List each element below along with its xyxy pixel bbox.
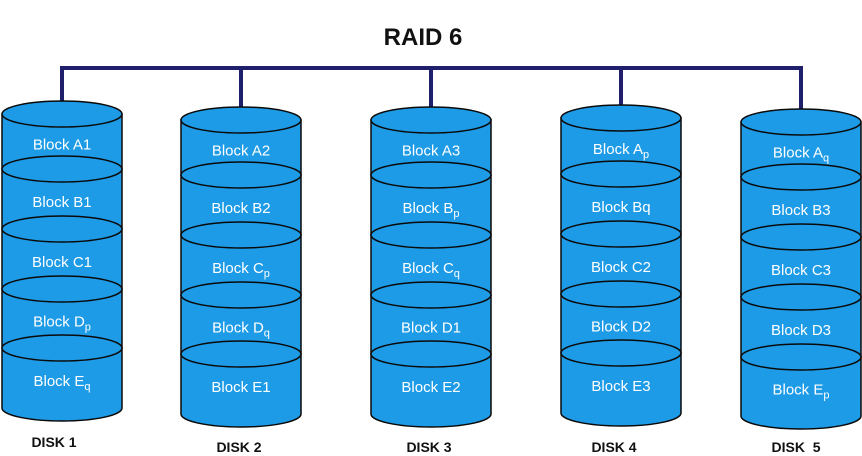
cylinder-top [740,343,862,371]
disk-5: Block Aq Block B3 Block C3 Block D3 Block Ep… [740,108,862,455]
disk-label: DISK 2 [216,439,261,455]
cylinder-top [180,281,302,309]
disk-3: Block A3 Block Bp Block Cq Block D1 Block E2… [370,106,492,455]
cylinder-segment [180,353,302,428]
block-label-subscript: p [264,268,270,280]
block-label: Block B2 [211,200,270,217]
disk-block: Block Eq [1,334,123,422]
cylinder-top [740,283,862,311]
cylinder-top [560,280,682,308]
cylinder-top [180,161,302,189]
disk-label: DISK 1 [31,434,76,450]
block-label: Block A1 [33,137,91,154]
cylinder-top [1,275,123,303]
cylinder-top [180,221,302,249]
disk-label: DISK 4 [591,439,636,455]
disk-4: Block Ap Block Bq Block C2 Block D2 Block E3… [560,104,682,455]
block-label: Block A2 [212,143,270,160]
cylinder-top [370,106,492,134]
disk-block: Block A1 [1,100,123,183]
block-label: Block C3 [771,262,831,279]
cylinder-segment [1,347,123,422]
cylinder-segment [560,352,682,427]
block-label: Block E3 [591,378,650,395]
cylinder-top [370,340,492,368]
disk-array: Block A1 Block B1 Block C1 Block Dp Block Eq… [1,100,862,455]
block-label: Block Cq [402,260,460,280]
block-label: Block Bp [403,200,460,220]
cylinder-top [560,339,682,367]
block-label-subscript: p [453,208,459,220]
cylinder-top [370,281,492,309]
disk-block: Block E3 [560,339,682,427]
block-label-subscript: p [85,322,91,334]
block-label: Block C2 [591,259,651,276]
disk-block: Block E2 [370,340,492,428]
block-label-subscript: p [823,390,829,402]
cylinder-top [740,223,862,251]
block-label: Block E1 [211,379,270,396]
block-label: Block Bq [591,199,650,216]
disk-2: Block A2 Block B2 Block Cp Block Dq Block E1… [180,106,302,455]
block-label: Block Ap [593,141,649,161]
cylinder-top [1,334,123,362]
block-label: Block Aq [773,145,829,165]
block-label: Block Ep [773,382,830,402]
cylinder-top [740,163,862,191]
connection-bus [60,66,803,122]
cylinder-top [180,340,302,368]
cylinder-top [740,108,862,136]
disk-label: DISK 5 [771,439,820,455]
disk-label: DISK 3 [406,439,451,455]
block-label: Block Cp [212,260,270,280]
cylinder-top [180,106,302,134]
cylinder-top [560,104,682,132]
block-label: Block Dp [33,314,91,334]
cylinder-top [370,161,492,189]
block-label: Block Dq [212,320,270,340]
disk-1: Block A1 Block B1 Block C1 Block Dp Block Eq… [1,100,123,450]
block-label: Block Eq [34,373,91,393]
block-label: Block E2 [401,379,460,396]
cylinder-top [1,155,123,183]
cylinder-segment [370,353,492,428]
cylinder-top [560,220,682,248]
disk-block: Block E1 [180,340,302,428]
block-label-subscript: q [454,268,460,280]
block-label: Block C1 [32,254,92,271]
disk-block: Block Ep [740,343,862,430]
cylinder-top [1,100,123,128]
diagram-title: RAID 6 [384,24,463,51]
block-label: Block B3 [771,202,830,219]
block-label: Block A3 [402,143,460,160]
block-label-subscript: p [643,149,649,161]
block-label: Block D2 [591,319,651,336]
block-label: Block B1 [32,194,91,211]
cylinder-top [1,215,123,243]
cylinder-top [370,221,492,249]
block-label: Block D1 [401,320,461,337]
block-label-subscript: q [823,153,829,165]
cylinder-segment [740,356,862,430]
cylinder-top [560,160,682,188]
block-label: Block D3 [771,322,831,339]
block-label-subscript: q [84,381,90,393]
block-label-subscript: q [264,328,270,340]
